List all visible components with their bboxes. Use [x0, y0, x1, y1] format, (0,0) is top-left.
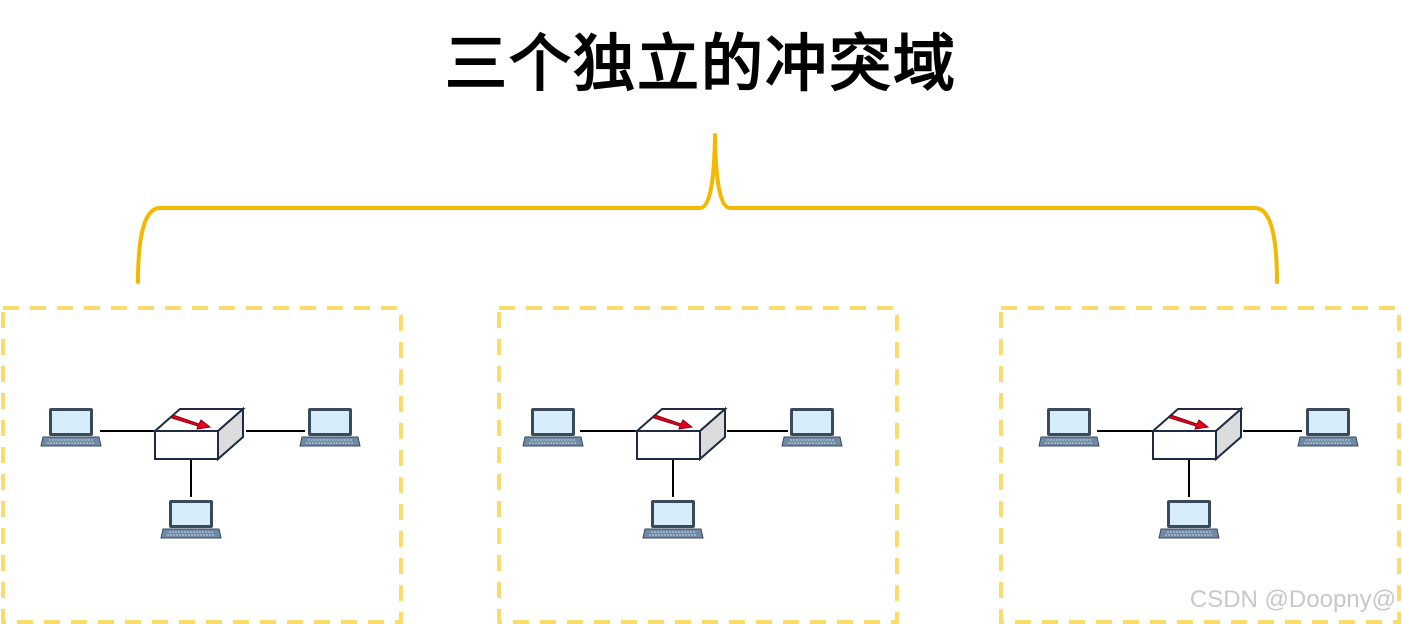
domain-boundary [999, 306, 1401, 624]
diagram-title: 三个独立的冲突域 [444, 27, 957, 100]
collision-domain-3 [999, 306, 1401, 624]
collision-domain-1 [1, 306, 403, 624]
domain-boundary [1, 306, 403, 624]
collision-domain-2 [497, 306, 899, 624]
switch-icon [1152, 408, 1242, 460]
laptop-icon [1158, 499, 1220, 539]
laptop-icon [522, 407, 584, 447]
laptop-icon [1038, 407, 1100, 447]
watermark: CSDN @Doopny@ [1189, 586, 1396, 613]
laptop-icon [642, 499, 704, 539]
laptop-icon [40, 407, 102, 447]
laptop-icon [160, 499, 222, 539]
laptop-icon [299, 407, 361, 447]
switch-icon [154, 408, 244, 460]
switch-icon [636, 408, 726, 460]
laptop-icon [1297, 407, 1359, 447]
domain-boundary [497, 306, 899, 624]
laptop-icon [781, 407, 843, 447]
grouping-brace [136, 133, 1279, 284]
